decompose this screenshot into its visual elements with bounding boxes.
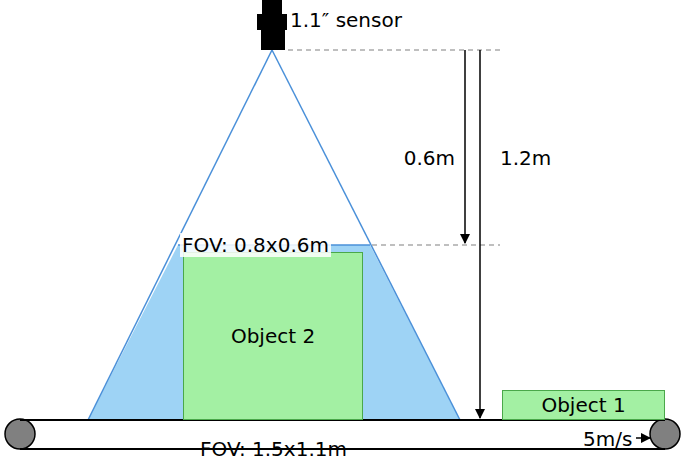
object-box: Object 2 [183, 252, 363, 420]
dimension-label: 1.2m [500, 146, 551, 170]
roller [5, 419, 35, 449]
object-name: Object 1 [541, 393, 625, 417]
dimension-label: 0.6m [404, 146, 455, 170]
fov-label: FOV: 1.5x1.1m [200, 437, 347, 461]
speed-label: 5m/s [583, 427, 632, 451]
camera [257, 0, 287, 50]
roller [650, 419, 680, 449]
fov-region [88, 245, 460, 420]
dimension-arrow [479, 50, 481, 418]
object-box: Object 1 [502, 390, 665, 420]
dimension-arrow [464, 50, 466, 243]
fov-label: FOV: 0.8x0.6m [180, 233, 331, 257]
reference-line [288, 49, 500, 51]
object-name: Object 2 [231, 324, 315, 348]
sensor-label: 1.1″ sensor [290, 8, 402, 32]
motion-arrow [636, 437, 650, 439]
reference-line [372, 244, 500, 246]
